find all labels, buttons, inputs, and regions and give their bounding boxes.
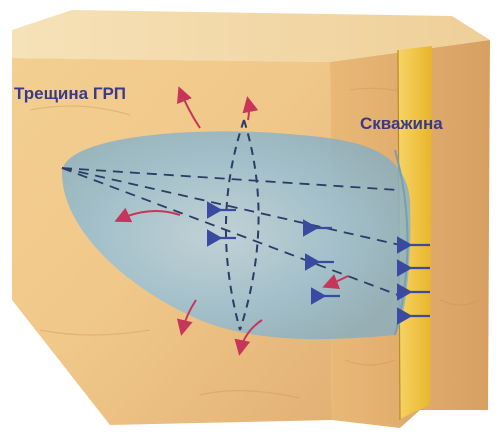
fracture-label: Трещина ГРП (14, 84, 126, 104)
wellbore-label: Скважина (360, 114, 443, 134)
leakoff-arrow-icon (248, 100, 249, 120)
